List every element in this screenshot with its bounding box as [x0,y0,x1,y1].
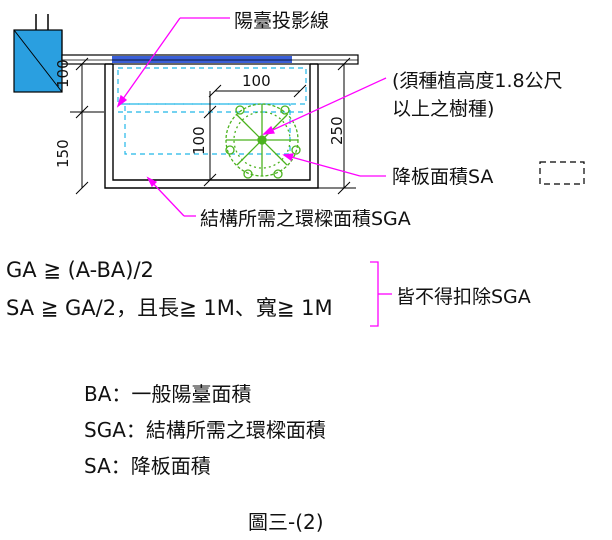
dim-100-inner: 100 [190,126,208,155]
formula-sa: SA ≧ GA/2，且長≧ 1M、寬≧ 1M [6,296,333,320]
building-wall [13,14,63,93]
legend-sga: SGA：結構所需之環樑面積 [84,418,326,442]
sa-legend-symbol [539,161,585,185]
formula-note: 皆不得扣除SGA [396,286,531,308]
balcony-projection-label: 陽臺投影線 [234,10,330,32]
dimension-lines [70,57,356,195]
dim-100-top: 100 [242,72,271,90]
figure-caption: 圖三-(2) [248,510,324,534]
pointer-lines [116,17,387,217]
dim-150-left: 150 [54,139,72,168]
lowered-slab-label: 降板面積SA [392,166,494,188]
dim-100-left: 100 [54,59,72,88]
formula-ga: GA ≧ (A-BA)/2 [6,258,154,282]
dim-250-right: 250 [328,116,346,145]
tree-symbol [225,103,301,179]
legend-ba: BA：一般陽臺面積 [84,382,252,406]
lowered-slab-outline [117,67,307,155]
tree-note-line2: 以上之樹種) [392,98,495,120]
formula-bracket [370,261,392,327]
legend-sa: SA：降板面積 [84,454,211,478]
sga-area-label: 結構所需之環樑面積SGA [200,208,411,230]
balcony-slab [61,54,359,65]
tree-note-line1: (須種植高度1.8公尺 [392,70,563,92]
planter-structure [104,63,319,189]
